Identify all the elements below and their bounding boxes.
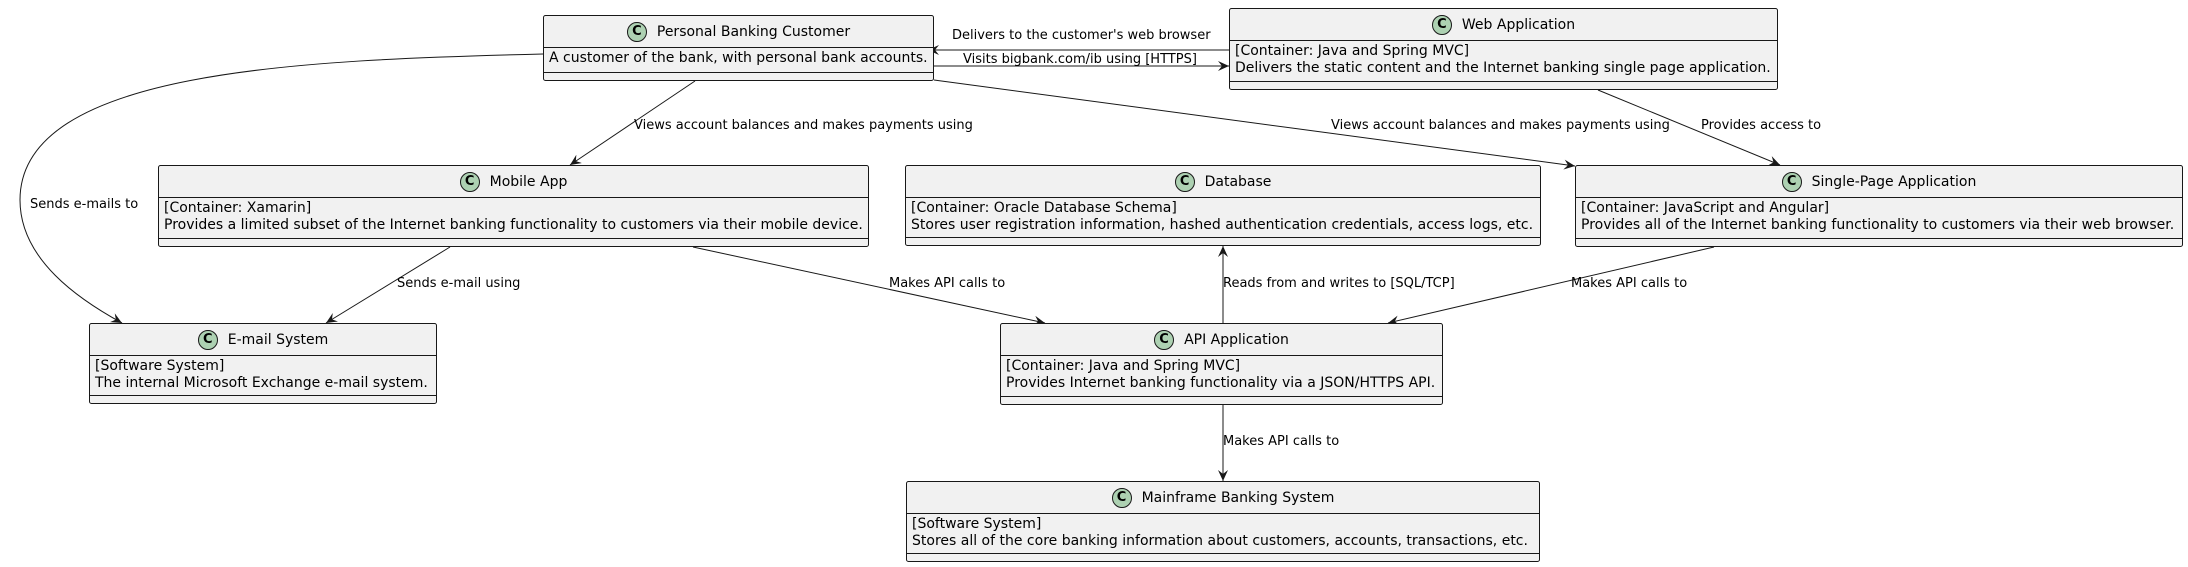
class-c-icon: C — [1154, 329, 1175, 350]
class-description: Provides Internet banking functionality … — [1006, 375, 1436, 391]
label-customer-to-email: Sends e-mails to — [30, 197, 139, 212]
class-description: Delivers the static content and the Inte… — [1235, 60, 1771, 76]
email-system-box: C E-mail System [Software System]The inte… — [89, 323, 437, 404]
arrow-mobile-to-email — [325, 246, 451, 324]
class-technology: [Container: Java and Spring MVC] — [1006, 358, 1241, 374]
arrow-web-to-spa — [1597, 89, 1781, 166]
arrow-customer-to-email — [19, 53, 544, 324]
api-application-box: C API Application [Container: Java and Sp… — [1000, 323, 1443, 405]
class-technology: [Container: Xamarin] — [164, 200, 312, 216]
label-spa-to-api: Makes API calls to — [1571, 276, 1688, 291]
class-c-icon: C — [197, 329, 218, 350]
class-description: A customer of the bank, with personal ba… — [549, 50, 928, 66]
class-title: API Application — [1184, 331, 1289, 348]
class-description: Provides a limited subset of the Interne… — [164, 217, 863, 233]
class-technology: [Software System] — [912, 516, 1042, 532]
class-title: Web Application — [1461, 16, 1576, 33]
class-technology: [Container: JavaScript and Angular] — [1581, 200, 1830, 216]
mainframe-banking-system-box: C Mainframe Banking System [Software Syst… — [906, 481, 1540, 562]
class-technology: [Software System] — [95, 358, 225, 374]
database-box: C Database [Container: Oracle Database Sc… — [905, 165, 1541, 246]
class-c-icon: C — [1174, 171, 1195, 192]
arrow-mobile-to-api — [692, 246, 1046, 326]
label-api-to-mainframe: Makes API calls to — [1223, 434, 1340, 449]
class-description: Provides all of the Internet banking fun… — [1581, 217, 2175, 233]
class-title: Mobile App — [489, 173, 568, 190]
label-api-to-database: Reads from and writes to [SQL/TCP] — [1223, 276, 1455, 291]
label-web-to-customer: Delivers to the customer's web browser — [952, 28, 1211, 43]
web-application-box: C Web Application [Container: Java and Sp… — [1229, 8, 1778, 90]
class-description: Stores all of the core banking informati… — [912, 533, 1528, 549]
label-customer-to-mobile: Views account balances and makes payment… — [634, 118, 973, 133]
class-technology: [Container: Java and Spring MVC] — [1235, 43, 1470, 59]
class-c-icon: C — [1781, 171, 1802, 192]
label-mobile-to-api: Makes API calls to — [889, 276, 1006, 291]
class-c-icon: C — [459, 171, 480, 192]
label-customer-to-web: Visits bigbank.com/ib using [HTTPS] — [963, 52, 1197, 67]
class-title: Single-Page Application — [1811, 173, 1977, 190]
mobile-app-box: C Mobile App [Container: Xamarin]Provides… — [158, 165, 869, 247]
label-web-to-spa: Provides access to — [1701, 118, 1822, 133]
class-title: Database — [1204, 173, 1272, 190]
class-title: Mainframe Banking System — [1141, 489, 1335, 506]
arrow-spa-to-api — [1387, 246, 1715, 326]
arrow-customer-to-mobile — [569, 80, 696, 166]
personal-banking-customer-box: C Personal Banking Customer A customer of… — [543, 15, 934, 81]
class-technology: [Container: Oracle Database Schema] — [911, 200, 1177, 216]
label-customer-to-spa: Views account balances and makes payment… — [1331, 118, 1670, 133]
class-description: The internal Microsoft Exchange e-mail s… — [95, 375, 428, 391]
class-c-icon: C — [626, 21, 647, 42]
label-mobile-to-email: Sends e-mail using — [397, 276, 521, 291]
class-c-icon: C — [1431, 14, 1452, 35]
single-page-application-box: C Single-Page Application [Container: Jav… — [1575, 165, 2183, 247]
class-title: Personal Banking Customer — [656, 23, 851, 40]
class-title: E-mail System — [227, 331, 329, 348]
arrow-customer-to-spa — [933, 79, 1576, 170]
class-description: Stores user registration information, ha… — [911, 217, 1534, 233]
class-c-icon: C — [1111, 487, 1132, 508]
